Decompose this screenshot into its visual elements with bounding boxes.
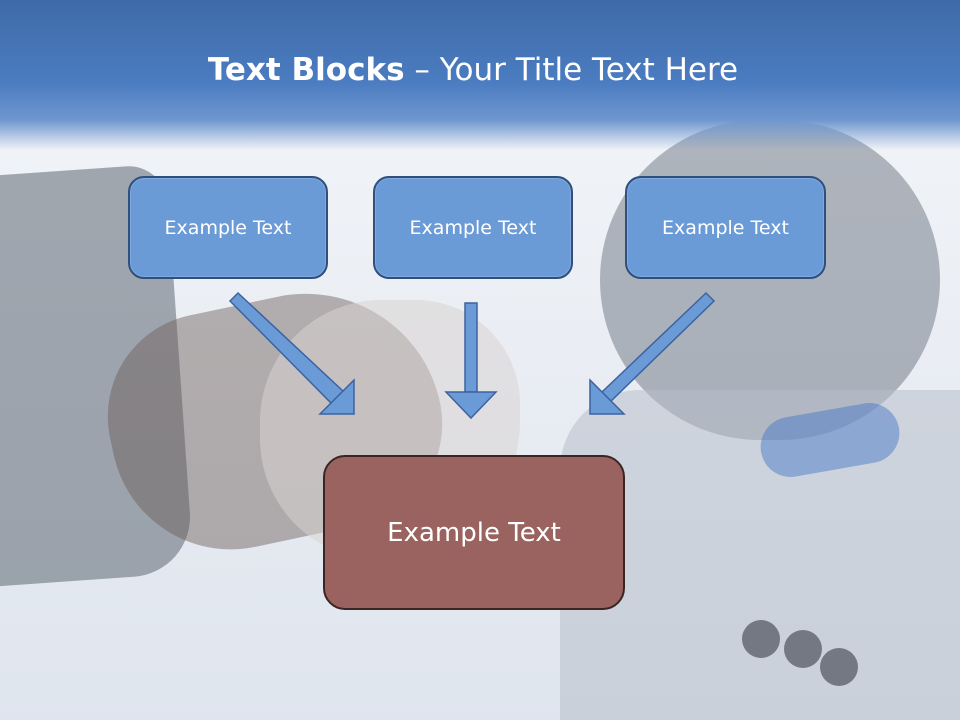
background-right-sleeve <box>560 390 960 720</box>
background-person <box>600 120 940 440</box>
text-block-2[interactable]: Example Text <box>373 176 573 279</box>
slide-title: Text Blocks – Your Title Text Here <box>0 52 946 88</box>
text-block-1[interactable]: Example Text <box>128 176 328 279</box>
main-text-block[interactable]: Example Text <box>323 455 625 610</box>
title-band <box>0 0 960 150</box>
text-block-3[interactable]: Example Text <box>625 176 826 279</box>
arrow-right-icon <box>589 291 716 415</box>
cuff-button <box>784 630 822 668</box>
title-bold: Text Blocks <box>207 52 405 88</box>
cuff-button <box>820 648 858 686</box>
cuff-button <box>742 620 780 658</box>
title-rest: Your Title Text Here <box>439 52 739 88</box>
arrow-center-icon <box>444 302 498 420</box>
title-dash: – <box>404 52 440 88</box>
arrow-left-icon <box>228 291 355 415</box>
